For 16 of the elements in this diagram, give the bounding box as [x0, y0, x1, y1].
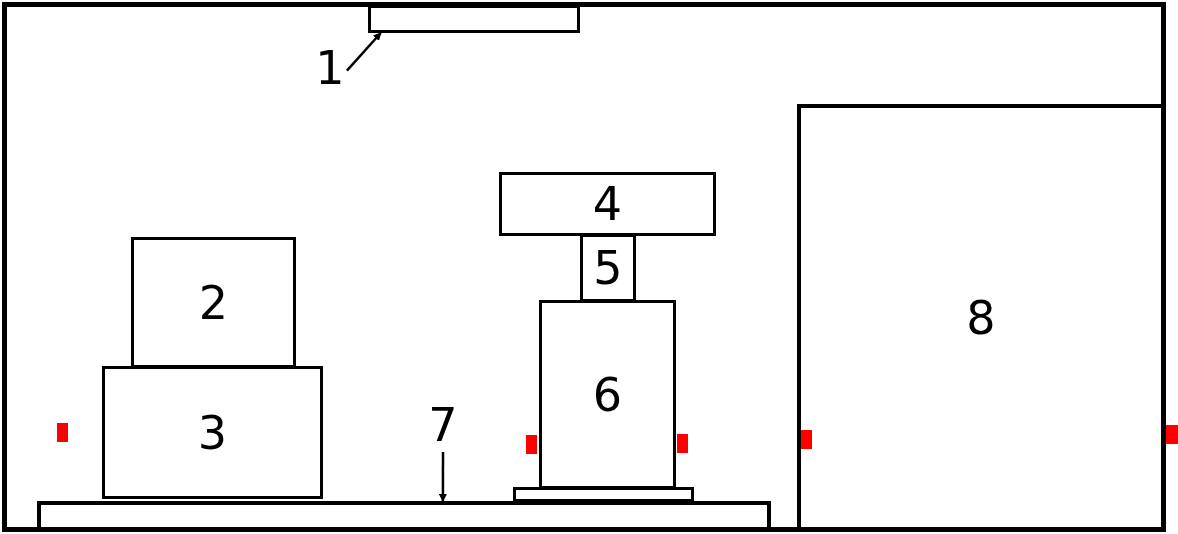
component-box	[539, 300, 676, 489]
component-number: 4	[592, 177, 623, 231]
component-box	[102, 366, 323, 499]
component-box	[580, 234, 636, 302]
component-number: 6	[592, 367, 623, 422]
component-box	[131, 237, 296, 368]
component-number: 2	[198, 275, 229, 330]
component-number: 8	[966, 290, 996, 345]
leader-arrow	[346, 32, 382, 72]
component-box	[499, 172, 716, 236]
callout-number: 1	[312, 42, 348, 94]
component-number: 5	[593, 241, 623, 295]
component-number: 3	[197, 405, 228, 460]
panel-box	[368, 5, 580, 33]
leader-arrow	[438, 452, 447, 502]
callout-number: 7	[425, 398, 461, 452]
